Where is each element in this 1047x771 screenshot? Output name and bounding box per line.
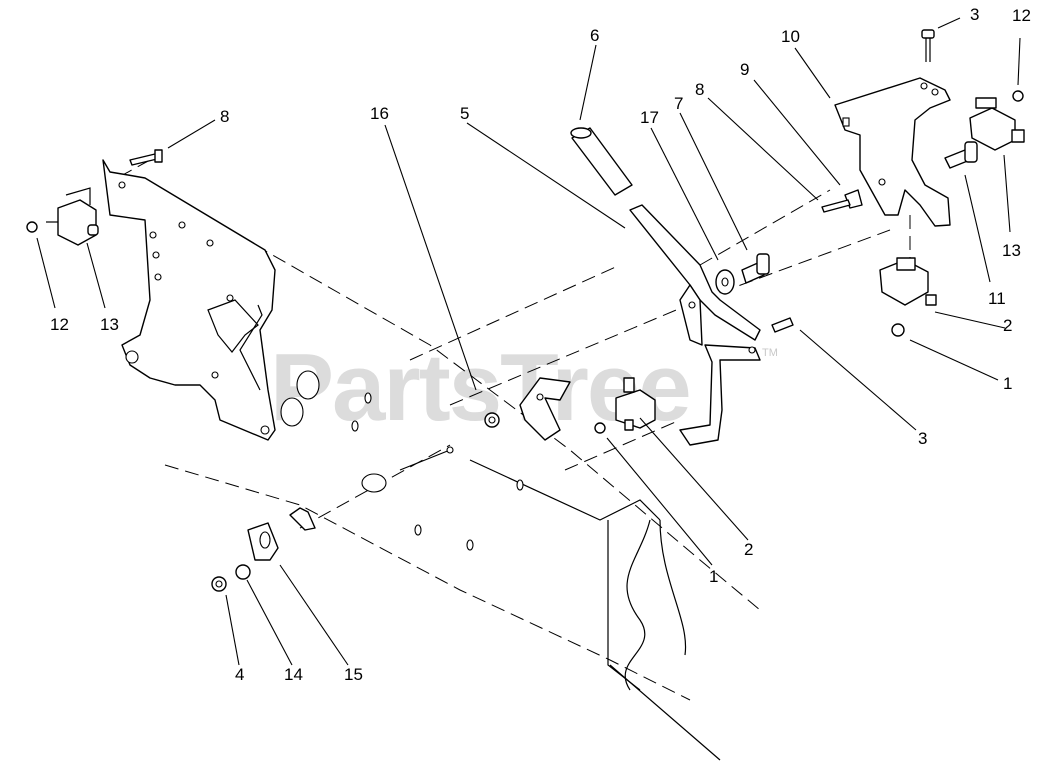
- callout-labels: 1 1 2 2 3 3 4 5 6 7 8 8 9 10 11 12 12 13…: [50, 5, 1031, 684]
- leader-lines: [36, 17, 1021, 666]
- callout-1-center: 1: [709, 567, 718, 586]
- callout-9: 9: [740, 60, 749, 79]
- callout-10: 10: [781, 27, 800, 46]
- callout-4: 4: [235, 665, 244, 684]
- washer-17: [715, 269, 735, 295]
- bolt-7: [741, 253, 770, 284]
- center-switch: [594, 377, 656, 434]
- callout-7: 7: [674, 94, 683, 113]
- callout-15: 15: [344, 665, 363, 684]
- control-lever: [570, 127, 761, 346]
- callout-17: 17: [640, 108, 659, 127]
- callout-2-right: 2: [1003, 316, 1012, 335]
- lever-bracket: [679, 344, 761, 446]
- screw-8-right: [821, 199, 851, 213]
- callout-8-left: 8: [220, 107, 229, 126]
- callout-13-left: 13: [100, 315, 119, 334]
- screw-3-middle: [771, 317, 794, 333]
- bolt-11: [944, 141, 978, 169]
- callout-3-top: 3: [970, 5, 979, 24]
- watermark-text: PartsTree: [270, 334, 690, 441]
- frame-panel: [414, 459, 721, 761]
- right-switch-lower: [879, 257, 937, 337]
- left-switch: [26, 187, 99, 246]
- callout-16: 16: [370, 104, 389, 123]
- callout-12-left: 12: [50, 315, 69, 334]
- spring-bracket: [484, 377, 571, 441]
- screw-8-left: [129, 149, 163, 166]
- right-switch-upper: [969, 90, 1025, 151]
- right-bracket: [834, 77, 951, 227]
- screw-3-top: [921, 29, 935, 62]
- callout-1-right: 1: [1003, 374, 1012, 393]
- callout-12-right: 12: [1012, 6, 1031, 25]
- assembly-lines: [109, 159, 911, 701]
- pivot-assembly: [211, 446, 454, 592]
- callout-2-center: 2: [744, 540, 753, 559]
- callout-11: 11: [988, 289, 1006, 308]
- callout-3-middle: 3: [918, 429, 927, 448]
- callout-14: 14: [284, 665, 303, 684]
- callout-13-right: 13: [1002, 241, 1021, 260]
- callout-6: 6: [590, 26, 599, 45]
- callout-8-right: 8: [695, 80, 704, 99]
- callout-5: 5: [460, 104, 469, 123]
- watermark-tm: TM: [762, 347, 778, 359]
- grommets: [280, 370, 372, 432]
- left-mounting-plate: [102, 159, 276, 441]
